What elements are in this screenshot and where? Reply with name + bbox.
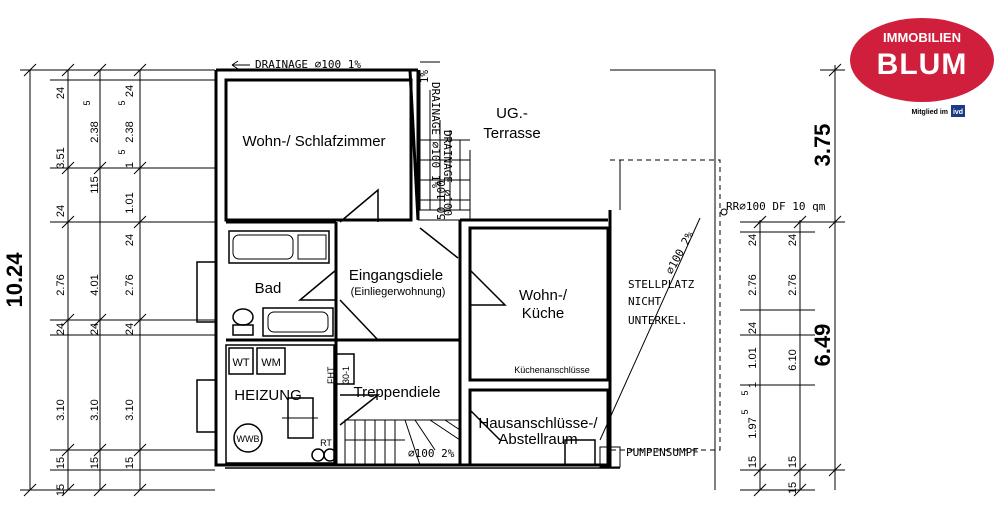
drainage-label: DRAINAGE ⌀100 1% [255, 58, 361, 71]
room-hausanschluesse-line2: Abstellraum [498, 431, 577, 448]
diag-pipe-label: ⌀100 2% [663, 229, 696, 276]
dim-label: 24 [89, 323, 101, 335]
room-eingangsdiele: Eingangsdiele [349, 267, 443, 284]
drainage-top: DRAINAGE ⌀100 1% 1% DRAINAGE ⌀100 1% DRA… [231, 58, 454, 220]
door-swings [297, 188, 507, 441]
label-fht: FHT [326, 366, 336, 384]
label-wt: WT [232, 357, 249, 369]
dim-label: 15 [55, 484, 67, 496]
dim-label: 24 [55, 205, 67, 217]
heizung-fixtures [228, 347, 355, 462]
label-stellplatz-line3: UNTERKEL. [628, 314, 688, 327]
room-heizung: HEIZUNG [234, 387, 302, 404]
label-fht-num: 30-1 [341, 366, 351, 384]
dim-label: 24 [55, 87, 67, 99]
staircase [344, 419, 461, 466]
logo-line1: IMMOBILIEN [883, 30, 961, 45]
bad-fixtures [228, 230, 334, 337]
dim-label: 3.10 [89, 399, 101, 420]
dim-label: 5 [82, 100, 92, 105]
dim-label: 1 [747, 382, 759, 388]
dim-label: 24 [124, 85, 136, 97]
dim-label: 3.51 [55, 147, 67, 168]
stair-pipe-label: ⌀100 2% [408, 447, 455, 460]
dim-label: 1.01 [747, 347, 759, 368]
logo-member-org: ivd [953, 109, 963, 116]
drainage-vertical: DRAINAGE ⌀100 1% [429, 82, 442, 188]
dim-label: 2.76 [747, 274, 759, 295]
dim-label: 5 [740, 390, 750, 395]
terrace-drainage [418, 70, 471, 221]
dim-label: 4.01 [89, 274, 101, 295]
stellplatz-outline [564, 69, 728, 490]
drainage-1pct: 1% [418, 70, 431, 84]
label-wm: WM [261, 357, 281, 369]
left-dimension-lines [20, 63, 215, 497]
logo-member-text: Mitglied im [911, 109, 948, 116]
dim-right-top: 3.75 [810, 124, 835, 167]
dim-label: 3.10 [55, 399, 67, 420]
dim-label: 2.38 [89, 121, 101, 142]
dim-label: 2.38 [124, 121, 136, 142]
label-stellplatz-line1: STELLPLATZ [628, 278, 695, 291]
dim-label: 6.10 [787, 349, 799, 370]
dim-label: 15 [747, 456, 759, 468]
dim-label: 24 [787, 234, 799, 246]
dim-label: 24 [747, 234, 759, 246]
dim-label: 1 [124, 162, 136, 168]
room-ug-terrasse-line1: UG.- [496, 105, 528, 122]
dim-label: 24 [124, 323, 136, 335]
dim-total-left: 10.24 [2, 252, 27, 308]
dim-label: 1.01 [124, 192, 136, 213]
drainage-vertical-2: DRAINAGE ⌀100 [441, 130, 454, 216]
building-walls [214, 68, 620, 469]
dim-label: 15 [124, 457, 136, 469]
right-dimension-lines [740, 63, 845, 497]
immobilien-blum-logo: IMMOBILIEN BLUM Mitglied im ivd [850, 18, 994, 117]
room-einliegerwohnung: (Einliegerwohnung) [351, 286, 446, 298]
dim-label: 1.97 [747, 417, 759, 438]
windows-left [196, 261, 217, 433]
label-50-100: 50 100 [435, 180, 448, 220]
rr-label: RR⌀100 DF 10 qm [726, 200, 826, 213]
dim-label: 15 [787, 456, 799, 468]
pumpensumpf-pit [564, 439, 596, 466]
dim-label: 24 [747, 322, 759, 334]
room-hausanschluesse-line1: Hausanschlüsse-/ [478, 415, 598, 432]
room-ug-terrasse-line2: Terrasse [483, 125, 541, 142]
dim-label: 15 [55, 457, 67, 469]
room-treppendiele: Treppendiele [353, 384, 440, 401]
label-wwb: WWB [237, 434, 260, 444]
label-kuechenanschluesse: Küchenanschlüsse [514, 365, 590, 375]
dim-label: 5 [117, 100, 127, 105]
room-wohn-schlafzimmer: Wohn-/ Schlafzimmer [242, 133, 385, 150]
toilet-icon [232, 308, 254, 326]
room-wohn-kueche-line1: Wohn-/ [519, 287, 568, 304]
dim-label: 24 [124, 234, 136, 246]
dim-label: 115 [89, 176, 101, 194]
logo-line2: BLUM [877, 48, 968, 81]
dim-label: 24 [55, 323, 67, 335]
dim-label: 2.76 [787, 274, 799, 295]
room-bad: Bad [255, 280, 282, 297]
dim-label: 15 [89, 457, 101, 469]
label-pumpensumpf: PUMPENSUMPF [626, 446, 699, 459]
ivd-badge [951, 105, 965, 117]
dim-label: 15 [787, 482, 799, 494]
label-rt: RT [320, 438, 332, 448]
dim-label: 3.10 [124, 399, 136, 420]
dim-label: 2.76 [124, 274, 136, 295]
label-stellplatz-line2: NICHT [628, 295, 661, 308]
dim-label: 5 [740, 409, 750, 414]
room-wohn-kueche-line2: Küche [522, 305, 565, 322]
dim-label: 2.76 [55, 274, 67, 295]
wwb-icon [233, 423, 263, 453]
logo-ellipse [850, 18, 994, 102]
dim-right-bottom: 6.49 [810, 324, 835, 367]
dim-label: 5 [117, 149, 127, 154]
